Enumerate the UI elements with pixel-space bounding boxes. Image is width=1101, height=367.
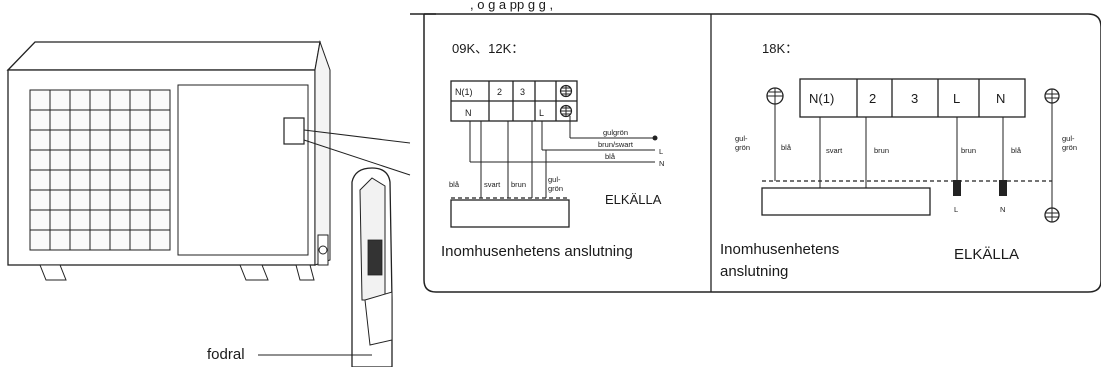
wire-label-gron-left: grön xyxy=(735,143,750,152)
plug-label-n: N xyxy=(1000,205,1005,214)
wire-label-bla: blå xyxy=(605,152,616,161)
terminal-l: L xyxy=(539,108,544,118)
left-caption: Inomhusenhetens anslutning xyxy=(441,243,633,260)
terminal-n1: N(1) xyxy=(809,91,834,106)
wire-label-gron-right: grön xyxy=(1062,143,1077,152)
wire-label-brun2: brun xyxy=(961,146,976,155)
terminal-l: L xyxy=(953,91,960,106)
wire-label-svart: svart xyxy=(484,180,501,189)
left-wiring-panel: 09K、12K： N(1) 2 3 N L xyxy=(441,41,664,260)
right-elkalla: ELKÄLLA xyxy=(954,246,1019,263)
wire-label-bla-left: blå xyxy=(449,180,460,189)
terminal-2: 2 xyxy=(869,91,876,106)
terminal-n: N xyxy=(465,108,472,118)
wire-label-brun-swart: brun/swart xyxy=(598,140,634,149)
wire-label-gulgron: gulgrön xyxy=(603,128,628,137)
label-fodral: fodral xyxy=(207,346,245,363)
ground-icon xyxy=(1044,88,1060,104)
right-title: 18K： xyxy=(762,41,798,56)
left-elkalla: ELKÄLLA xyxy=(605,192,662,207)
terminal-3: 3 xyxy=(911,91,918,106)
wire-label-svart: svart xyxy=(826,146,843,155)
wire-label-bla: blå xyxy=(781,143,792,152)
terminal-2: 2 xyxy=(497,87,502,97)
wire-label-n: N xyxy=(659,159,664,168)
left-title: 09K、12K： xyxy=(452,41,524,56)
fan-grille xyxy=(30,90,170,250)
outdoor-unit xyxy=(6,40,331,281)
right-caption-line1: Inomhusenhetens xyxy=(720,241,839,258)
ground-icon xyxy=(559,84,573,98)
wire-label-l: L xyxy=(659,147,663,156)
wire-label-bla2: blå xyxy=(1011,146,1022,155)
ground-icon xyxy=(559,104,573,118)
wire-label-gul-left: gul- xyxy=(735,134,748,143)
top-cut-text: , o g a pp g g , xyxy=(470,0,553,12)
plug-label-l: L xyxy=(954,205,958,214)
terminal-3: 3 xyxy=(520,87,525,97)
wire-label-gron: grön xyxy=(548,184,563,193)
wire-label-brun: brun xyxy=(511,180,526,189)
wire-label-gul-right: gul- xyxy=(1062,134,1075,143)
ground-icon xyxy=(766,87,784,105)
cover-fodral xyxy=(351,167,393,367)
terminal-n: N xyxy=(996,91,1005,106)
wire-label-gul: gul- xyxy=(548,175,561,184)
terminal-n1: N(1) xyxy=(455,87,473,97)
right-wiring-panel: 18K： N(1) 2 3 L N xyxy=(720,41,1077,280)
wire-label-brun: brun xyxy=(874,146,889,155)
ground-icon xyxy=(1044,207,1060,223)
right-caption-line2: anslutning xyxy=(720,263,788,280)
